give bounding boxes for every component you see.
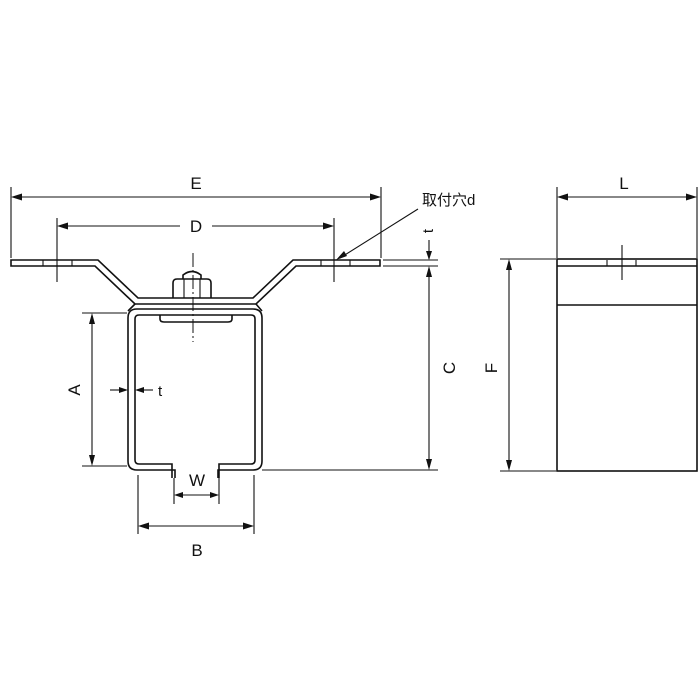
dimension-t-wall: t (110, 383, 163, 400)
label-f: F (482, 363, 501, 373)
front-view (10, 253, 381, 478)
label-d: D (190, 217, 202, 236)
mounting-plate-outer (10, 259, 381, 305)
label-t-wall: t (158, 383, 163, 400)
dimension-d: D (56, 217, 335, 282)
dimension-e: E (10, 174, 382, 258)
dimension-a: A (65, 312, 127, 467)
weld-line (127, 303, 136, 312)
label-a: A (65, 384, 84, 396)
side-body (556, 258, 698, 472)
dimension-b: B (137, 475, 255, 560)
label-c: C (440, 362, 459, 374)
dimension-c: C (262, 266, 459, 471)
dimension-f: F (482, 258, 556, 472)
weld-line (255, 303, 263, 312)
label-w: W (189, 471, 205, 490)
dimension-w: W (173, 471, 220, 504)
label-mounting-hole: 取付穴d (422, 192, 475, 209)
channel-inner (134, 314, 256, 478)
label-b: B (191, 541, 202, 560)
label-e: E (190, 174, 201, 193)
label-t-plate: t (420, 228, 437, 233)
label-l: L (619, 174, 628, 193)
channel-outer (127, 308, 263, 478)
dimension-l: L (556, 174, 698, 258)
side-view (556, 245, 698, 472)
mounting-hole-callout: 取付穴d (336, 192, 475, 260)
hex-nut (172, 270, 212, 298)
inner-washer (159, 315, 233, 323)
dimension-t-plate: t (383, 228, 438, 267)
